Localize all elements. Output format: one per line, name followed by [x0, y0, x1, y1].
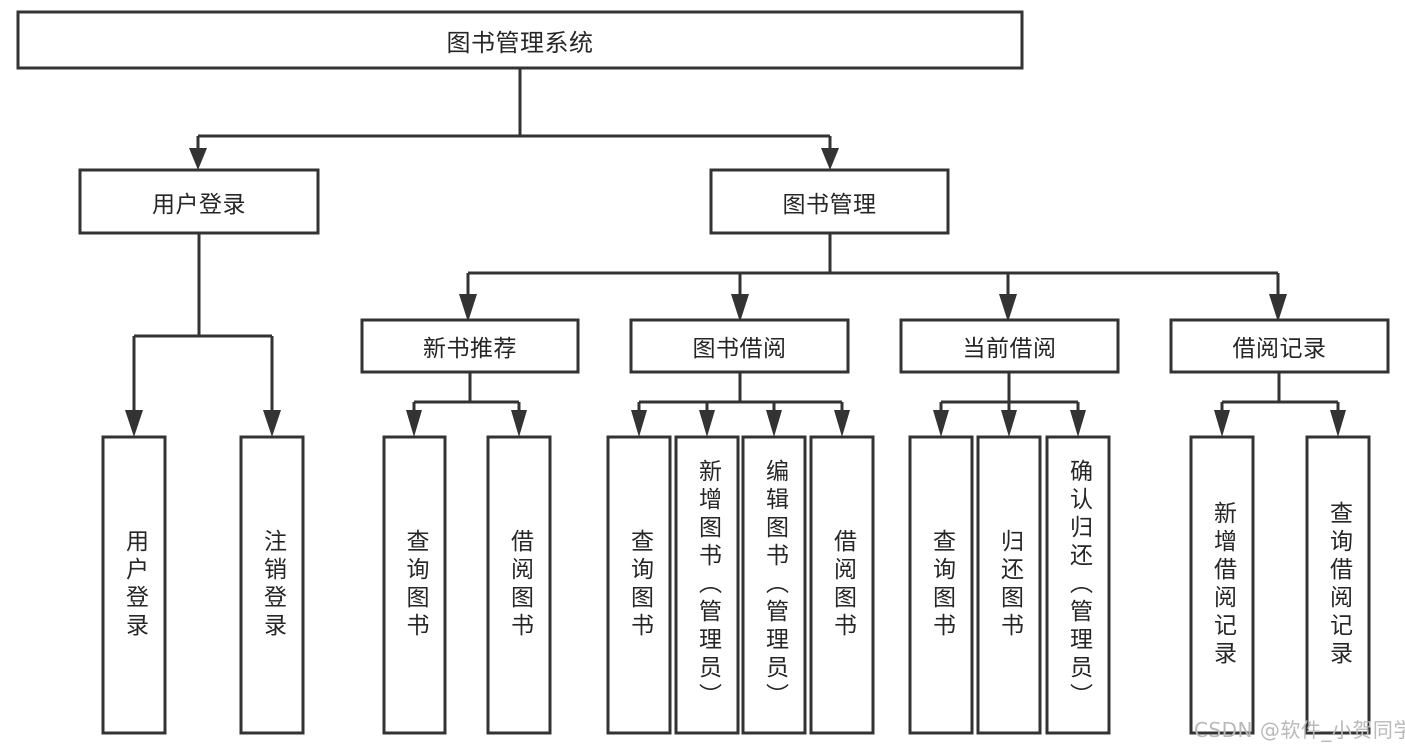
leaf-borrow-query[interactable] [606, 435, 672, 735]
node-new-book-rec[interactable] [360, 318, 580, 374]
node-borrow-record[interactable] [1169, 318, 1390, 374]
arrow-current-leaf-1 [933, 410, 949, 437]
leaf-current-confirm[interactable] [1045, 435, 1111, 735]
arrow-record-leaf-2 [1330, 410, 1346, 437]
arrow-root-to-user [189, 148, 207, 170]
leaf-newbook-borrow[interactable] [486, 435, 552, 735]
node-root[interactable] [16, 10, 1024, 70]
arrow-borrow-leaf-3 [766, 410, 782, 437]
arrow-current-leaf-2 [1001, 410, 1017, 437]
leaf-current-return[interactable] [976, 435, 1042, 735]
leaf-user-logout[interactable] [239, 435, 305, 735]
leaf-borrow-add[interactable] [674, 435, 740, 735]
arrow-root-to-book [821, 148, 839, 170]
arrow-current-leaf-3 [1070, 410, 1086, 437]
arrow-record-leaf-1 [1214, 410, 1230, 437]
arrow-book-l3-2 [731, 294, 749, 322]
arrow-book-l3-1 [459, 294, 477, 322]
leaf-record-query[interactable] [1305, 435, 1371, 735]
arrow-user-leaf-1 [125, 410, 143, 437]
arrow-book-l3-3 [999, 294, 1017, 322]
leaf-record-add[interactable] [1189, 435, 1255, 735]
leaf-borrow-borrow[interactable] [809, 435, 875, 735]
leaf-newbook-query[interactable] [382, 435, 447, 735]
arrow-user-leaf-2 [263, 410, 281, 437]
watermark-text: CSDN @软件_小贺同学 [1194, 718, 1405, 742]
node-book-borrow[interactable] [629, 318, 850, 374]
arrow-borrow-leaf-1 [631, 410, 647, 437]
leaf-user-login[interactable] [101, 435, 167, 735]
arrow-borrow-leaf-2 [699, 410, 715, 437]
arrow-newbook-leaf-2 [511, 410, 527, 437]
leaf-current-query[interactable] [908, 435, 974, 735]
node-user-login[interactable] [78, 168, 320, 235]
node-book-manage[interactable] [709, 168, 950, 235]
arrow-newbook-leaf-1 [406, 410, 422, 437]
leaf-borrow-edit[interactable] [741, 435, 807, 735]
node-current-borrow[interactable] [899, 318, 1120, 374]
arrow-borrow-leaf-4 [834, 410, 850, 437]
arrow-book-l3-4 [1269, 294, 1287, 322]
